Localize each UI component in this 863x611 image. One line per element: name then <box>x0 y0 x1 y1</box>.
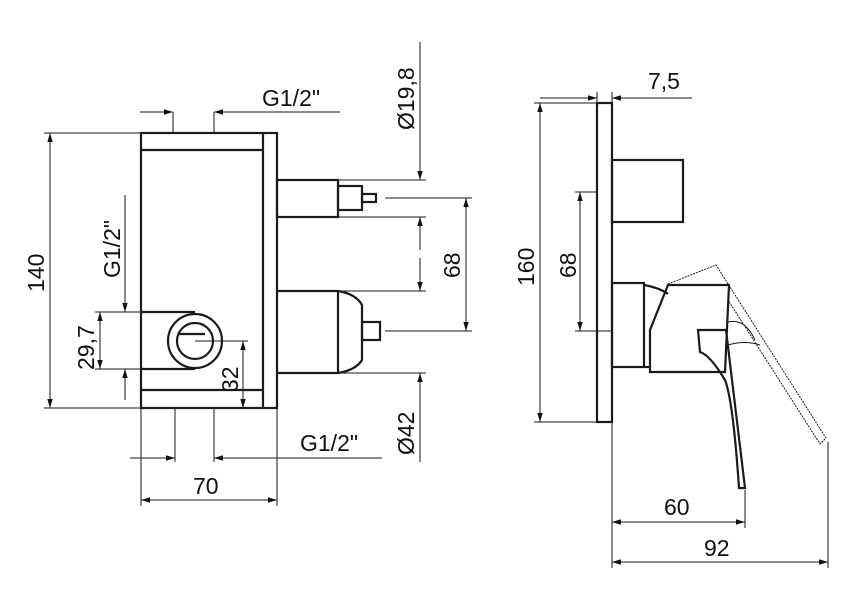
dim-upper-diameter: Ø19,8 <box>393 67 419 130</box>
diverter-knob <box>610 158 685 224</box>
lever-open-position <box>667 264 827 445</box>
dim-side-thread: G1/2" <box>99 220 125 278</box>
upper-cartridge <box>275 178 340 219</box>
dim-lever-depth: 60 <box>664 494 690 520</box>
lever-handle <box>696 328 747 490</box>
dim-top-thread: G1/2" <box>262 85 320 111</box>
dim-width: 70 <box>193 473 219 499</box>
diverter-cylinder <box>277 289 364 375</box>
dim-height: 140 <box>23 254 49 292</box>
dim-lower-diameter: Ø42 <box>393 412 419 455</box>
front-view-body <box>139 131 382 410</box>
dim-side-axis-distance: 68 <box>555 252 581 278</box>
side-view-dimensions: 7,5 160 68 60 92 <box>513 68 829 568</box>
dim-outlet-offset: 29,7 <box>73 325 99 370</box>
dim-plate-thickness: 7,5 <box>648 68 680 94</box>
side-view-body <box>595 101 827 490</box>
dim-bottom-thread: G1/2" <box>300 430 358 456</box>
mixer-body <box>644 283 731 374</box>
dim-axis-distance: 68 <box>439 252 465 278</box>
dim-max-depth: 92 <box>704 535 730 561</box>
dim-plate-height: 160 <box>513 248 539 286</box>
front-view-dimensions: G1/2" 140 G1/2" 29,7 32 Ø19,8 68 <box>23 42 472 506</box>
dim-outlet-height: 32 <box>217 366 243 392</box>
wall-plate <box>595 101 614 424</box>
